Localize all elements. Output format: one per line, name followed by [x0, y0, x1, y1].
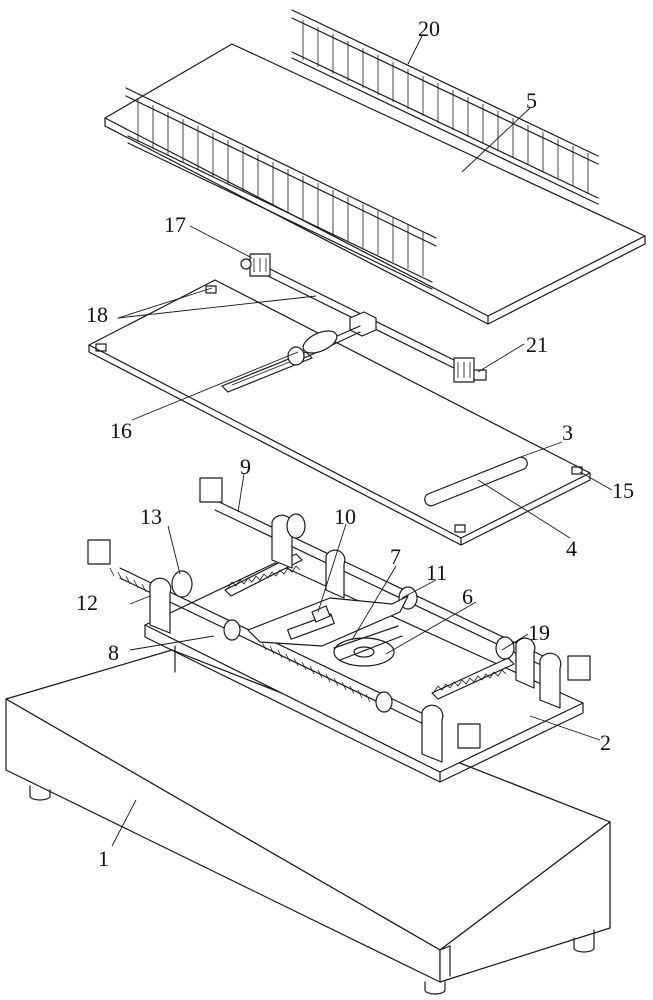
- callout-11: 11: [426, 560, 447, 585]
- callout-4: 4: [566, 536, 577, 561]
- callout-19: 19: [528, 620, 550, 645]
- callout-8: 8: [108, 640, 119, 665]
- left-clamp: [241, 254, 270, 276]
- callout-6: 6: [462, 584, 473, 609]
- callout-17: 17: [164, 212, 186, 237]
- callout-3: 3: [562, 420, 573, 445]
- callout-21: 20: [418, 16, 440, 41]
- callout-18: 18: [86, 302, 108, 327]
- callout-12: 12: [76, 590, 98, 615]
- callout-5: 5: [526, 88, 537, 113]
- callout-20: 21: [526, 332, 548, 357]
- callout-15: 15: [612, 478, 634, 503]
- top-plate-with-railings: [105, 10, 645, 324]
- callout-10: 10: [334, 504, 356, 529]
- callout-2: 2: [600, 730, 611, 755]
- callout-9: 9: [240, 454, 251, 479]
- callout-7: 7: [390, 544, 401, 569]
- callout-1: 1: [98, 846, 109, 871]
- callout-16: 16: [110, 418, 132, 443]
- callout-13: 13: [140, 504, 162, 529]
